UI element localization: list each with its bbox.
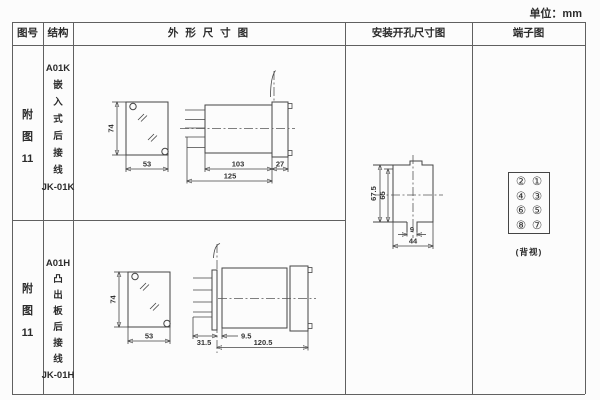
- dim-panel-gap: 9.5: [241, 332, 251, 341]
- terminal-pin-1: ①: [531, 176, 543, 189]
- dim-height: 74: [109, 295, 118, 304]
- header-fig-no: 图号: [17, 27, 38, 39]
- terminal-pin-8: ⑧: [515, 219, 527, 232]
- table-line: [472, 22, 473, 394]
- dim-cutout-width: 44: [409, 237, 418, 246]
- mount-screw-icon: [163, 319, 171, 328]
- dim-total-depth: 120.5: [254, 338, 273, 347]
- table-line: [12, 394, 585, 395]
- table-line: [585, 22, 586, 394]
- dim-body-depth: 103: [232, 160, 245, 169]
- dim-cutout-inner-height: 65: [378, 191, 387, 199]
- table-line: [12, 45, 585, 46]
- dim-width: 53: [145, 332, 153, 341]
- hatch-mark-icon: [139, 282, 150, 291]
- table-line: [43, 22, 44, 394]
- mount-screw-icon: [161, 147, 169, 156]
- table-line: [12, 22, 13, 394]
- hatch-mark-icon: [147, 133, 158, 142]
- header-outline-dims: 外 形 尺 寸 图: [167, 27, 251, 39]
- dim-width: 53: [143, 160, 151, 169]
- dim-height: 74: [107, 124, 116, 133]
- header-mounting-dims: 安装开孔尺寸图: [371, 27, 446, 39]
- terminal-pin-6: ⑥: [515, 205, 527, 218]
- table-line: [345, 22, 346, 394]
- table-line: [73, 22, 74, 394]
- dim-total-depth: 125: [224, 172, 237, 181]
- hatch-mark-icon: [137, 113, 148, 122]
- table-line: [12, 22, 585, 23]
- table-line: [12, 220, 345, 221]
- row2-structure-label: A01H 凸 出 板 后 接 线 JK-01H: [41, 258, 75, 381]
- dim-slot-width: 9: [410, 225, 414, 234]
- terminal-pin-3: ③: [531, 190, 543, 203]
- header-structure: 结构: [47, 27, 69, 39]
- outline-drawing-jk01h: 74 53 31.5 9.5 120.5: [109, 243, 316, 353]
- dim-behind-panel: 31.5: [197, 338, 212, 347]
- rear-view-caption: (背视): [515, 247, 543, 257]
- terminal-pin-5: ⑤: [531, 205, 543, 218]
- terminal-pin-4: ④: [515, 190, 527, 203]
- outline-drawing-jk01k: 74 53 103 27 125: [107, 70, 295, 184]
- terminal-pin-2: ②: [515, 176, 527, 189]
- header-terminal-diagram: 端子图: [512, 27, 545, 39]
- dim-flange-depth: 27: [276, 160, 284, 169]
- mount-screw-icon: [131, 272, 139, 281]
- row1-fig-label: 附 图 11: [21, 109, 34, 165]
- terminal-pin-7: ⑦: [531, 219, 543, 232]
- terminal-box: ① ② ③ ④ ⑤ ⑥ ⑦ ⑧: [508, 172, 550, 234]
- row2-fig-label: 附 图 11: [21, 283, 34, 339]
- mounting-cutout-drawing: 67.5 65 9 44: [369, 155, 443, 249]
- row1-structure-label: A01K 嵌 入 式 后 接 线 JK-01K: [41, 63, 75, 193]
- dim-cutout-outer-height: 67.5: [369, 186, 378, 201]
- unit-label: 单位：mm: [529, 8, 582, 20]
- mount-screw-icon: [129, 102, 137, 111]
- hatch-mark-icon: [149, 302, 160, 311]
